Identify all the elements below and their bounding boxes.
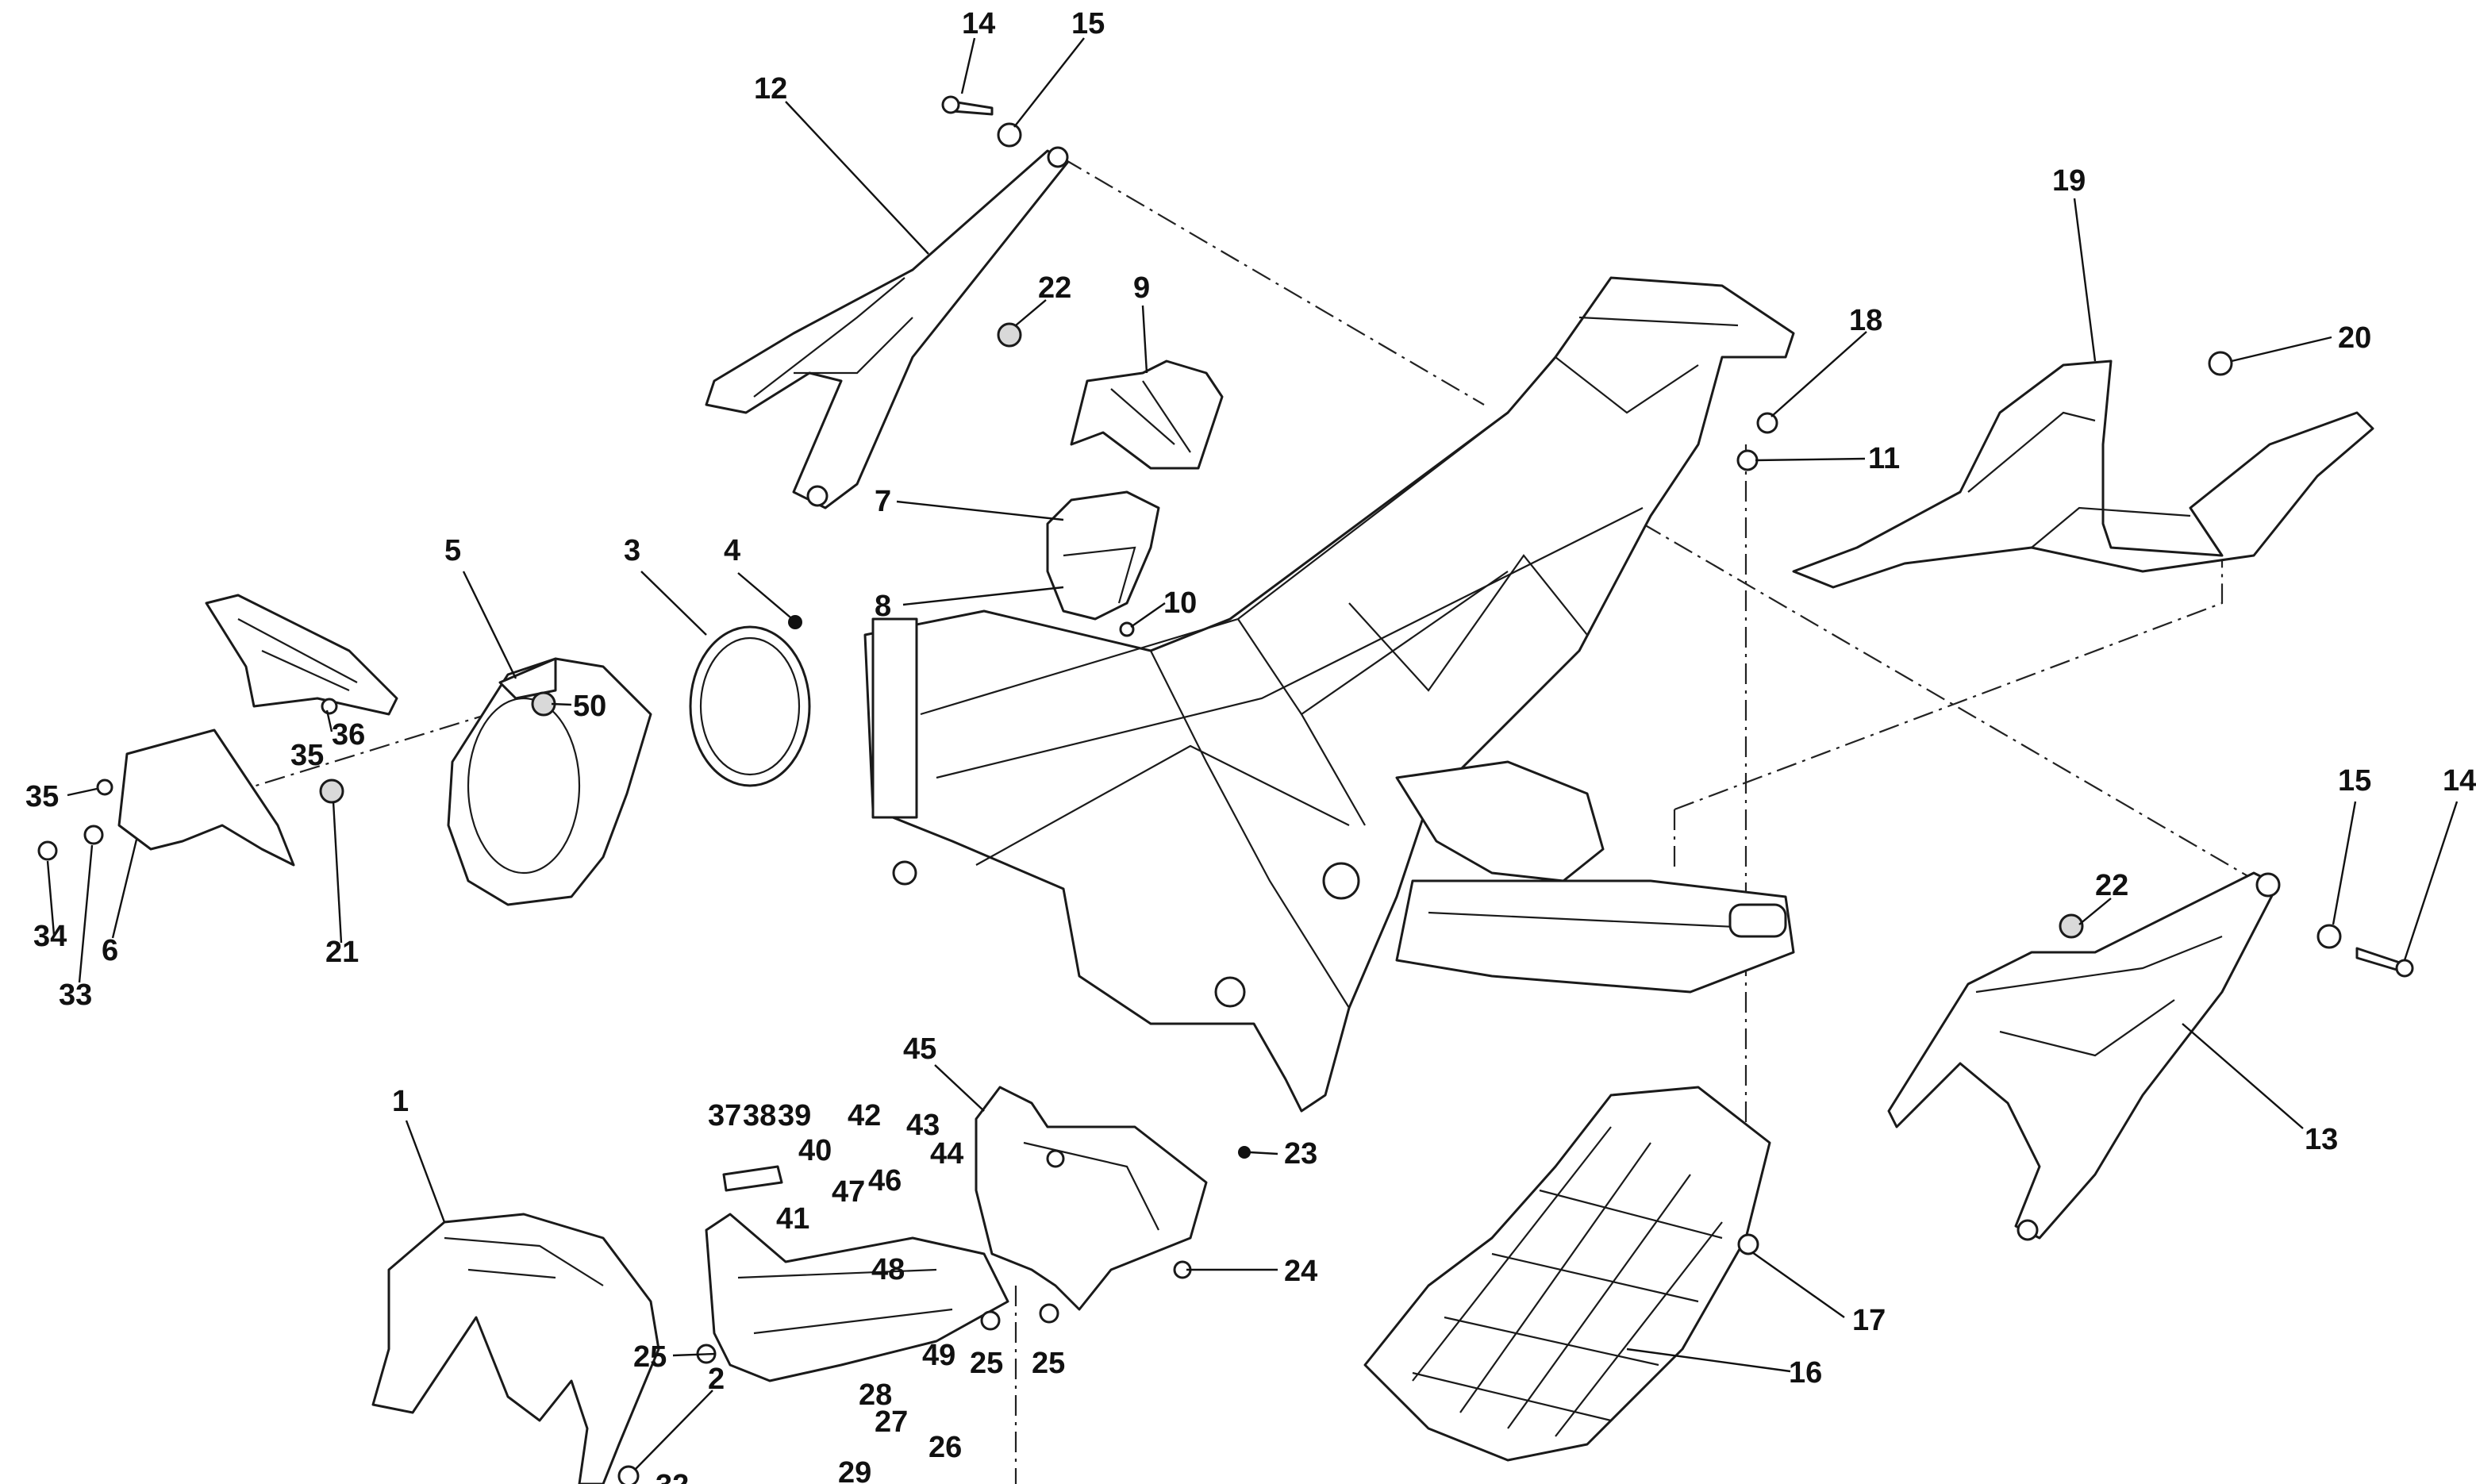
callout-25-left: 25 — [633, 1340, 667, 1374]
callout-5: 5 — [444, 534, 461, 567]
callout-37: 37 — [708, 1099, 741, 1132]
callout-35-right: 35 — [290, 739, 324, 772]
callout-21: 21 — [325, 936, 359, 969]
callout-15-right: 15 — [2338, 764, 2371, 798]
swingarm-part — [1395, 760, 1795, 994]
callout-44: 44 — [930, 1137, 963, 1171]
callout-11: 11 — [1868, 442, 1900, 475]
callout-25-mid: 25 — [970, 1347, 1003, 1380]
skid-plate-part — [975, 1086, 1208, 1311]
callout-6: 6 — [102, 934, 118, 967]
callout-46: 46 — [868, 1164, 902, 1198]
callout-16: 16 — [1789, 1356, 1822, 1390]
side-cover-right-part — [1887, 871, 2281, 1241]
callout-25-right: 25 — [1032, 1347, 1065, 1380]
callout-34: 34 — [33, 920, 67, 953]
callout-17: 17 — [1852, 1304, 1886, 1337]
callout-15-top: 15 — [1071, 7, 1105, 40]
callout-48: 48 — [871, 1253, 905, 1286]
callout-22-top: 22 — [1038, 271, 1071, 305]
callout-45: 45 — [903, 1032, 936, 1066]
callout-33: 33 — [59, 978, 92, 1012]
callout-4: 4 — [724, 534, 740, 567]
callout-2: 2 — [708, 1363, 725, 1396]
callout-3: 3 — [624, 534, 640, 567]
callout-8: 8 — [875, 590, 891, 623]
fairing-bracket-part — [117, 594, 398, 867]
lower-fairing-part — [705, 1213, 1009, 1382]
front-mudguard-part — [371, 1213, 660, 1484]
callout-23: 23 — [1284, 1137, 1317, 1171]
callout-38: 38 — [743, 1099, 776, 1132]
bracket-7-part — [1046, 490, 1160, 621]
callout-10: 10 — [1163, 586, 1197, 620]
callout-14-top: 14 — [962, 7, 995, 40]
callout-26: 26 — [928, 1431, 962, 1464]
callout-14-right: 14 — [2443, 764, 2476, 798]
callout-7: 7 — [875, 485, 891, 518]
callout-12: 12 — [754, 72, 787, 106]
rear-hugger-part — [1792, 359, 2374, 589]
callout-9: 9 — [1133, 271, 1150, 305]
callout-36: 36 — [332, 718, 365, 752]
side-cover-left-part — [705, 146, 1069, 509]
callout-35-left: 35 — [25, 780, 59, 813]
undertray-part — [1363, 1086, 1771, 1462]
callout-49: 49 — [922, 1339, 955, 1372]
callout-27: 27 — [875, 1405, 908, 1439]
callout-13: 13 — [2305, 1123, 2338, 1156]
callout-42: 42 — [848, 1099, 881, 1132]
fasteners — [37, 95, 2414, 1484]
callout-19: 19 — [2052, 164, 2086, 198]
callout-32: 32 — [656, 1469, 689, 1484]
callout-28: 28 — [859, 1378, 892, 1412]
callout-41: 41 — [776, 1202, 809, 1236]
callout-43: 43 — [906, 1109, 940, 1142]
callout-40: 40 — [798, 1134, 832, 1167]
callout-47: 47 — [832, 1175, 865, 1209]
callout-22-right: 22 — [2095, 869, 2128, 902]
callout-29: 29 — [838, 1456, 871, 1484]
callout-39: 39 — [778, 1099, 811, 1132]
callout-24: 24 — [1284, 1255, 1317, 1288]
headlight-ring-part — [689, 615, 811, 787]
bracket-9-part — [1070, 359, 1224, 470]
callout-labels: 14 15 12 22 9 19 18 20 11 7 8 10 5 3 4 5… — [25, 7, 2476, 1484]
main-frame-part — [863, 276, 1795, 1113]
callout-20: 20 — [2338, 321, 2371, 355]
leader-lines — [46, 37, 2459, 1471]
callout-1: 1 — [392, 1085, 409, 1118]
callout-50: 50 — [573, 690, 606, 723]
headlight-housing-part — [447, 657, 652, 906]
callout-18: 18 — [1849, 304, 1882, 337]
